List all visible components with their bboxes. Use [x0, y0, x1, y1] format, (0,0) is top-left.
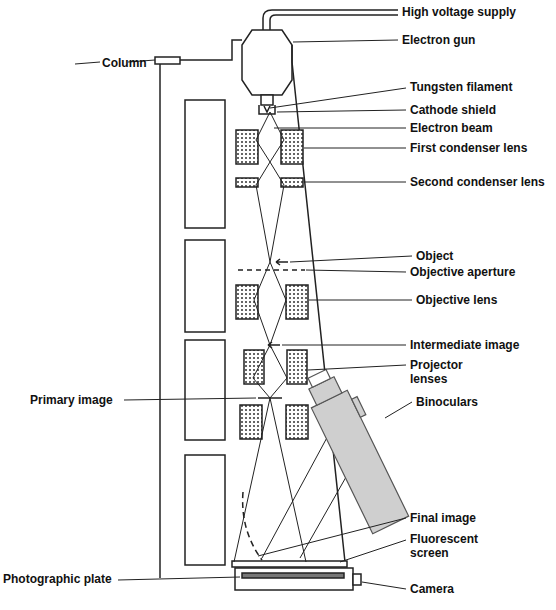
column-housing: [185, 340, 225, 440]
part-label: Object: [416, 249, 453, 263]
part-label: Camera: [410, 582, 454, 596]
column-housing: [185, 455, 225, 565]
condenser-lens: [236, 178, 258, 187]
part-label: Projector lenses: [410, 358, 486, 386]
objective-aperture: [238, 269, 305, 271]
part-label: Electron beam: [410, 121, 493, 135]
view-line: [262, 432, 330, 558]
condenser-lens: [236, 130, 258, 164]
cable: [263, 10, 398, 30]
electron-gun: [242, 30, 292, 95]
part-label: Objective aperture: [410, 265, 515, 279]
photographic-plate: [242, 573, 344, 578]
camera: [235, 568, 353, 590]
projector-lens: [287, 350, 307, 384]
binoculars: [299, 363, 414, 534]
cable: [270, 15, 398, 30]
part-label: First condenser lens: [410, 141, 527, 155]
objective-lens: [286, 285, 308, 319]
part-label: Final image: [410, 511, 476, 525]
part-label: Binoculars: [416, 395, 478, 409]
part-label: Primary image: [30, 393, 113, 407]
part-label: Column: [102, 56, 147, 70]
part-label: Tungsten filament: [410, 80, 512, 94]
tungsten-filament: [264, 106, 270, 112]
electron-rays: [234, 112, 306, 562]
cathode-shield: [259, 105, 275, 114]
view-line: [300, 470, 350, 558]
part-label: Intermediate image: [410, 338, 519, 352]
column-stub: [155, 57, 180, 64]
column-housing: [185, 240, 225, 332]
projector-lens: [286, 405, 308, 439]
fluorescent-screen: [232, 561, 347, 567]
part-label: Objective lens: [416, 293, 497, 307]
condenser-lens: [281, 130, 303, 164]
column-wall: [159, 64, 161, 578]
tilted-screen: [243, 492, 262, 560]
part-label: Second condenser lens: [410, 175, 545, 189]
column-housing: [185, 100, 225, 228]
projector-lens: [240, 405, 262, 439]
column-top: [180, 40, 242, 60]
part-label: Electron gun: [402, 33, 475, 47]
electron-ray: [253, 112, 306, 562]
part-label: Cathode shield: [410, 103, 496, 117]
leader-lines: [75, 40, 412, 589]
part-label: High voltage supply: [402, 5, 516, 19]
electron-ray: [234, 112, 287, 562]
camera-knob: [353, 574, 361, 585]
part-label: Photographic plate: [3, 572, 112, 586]
part-label: Fluorescent screen: [410, 532, 496, 560]
object-arrow: [276, 259, 288, 265]
gun-base: [261, 95, 273, 105]
